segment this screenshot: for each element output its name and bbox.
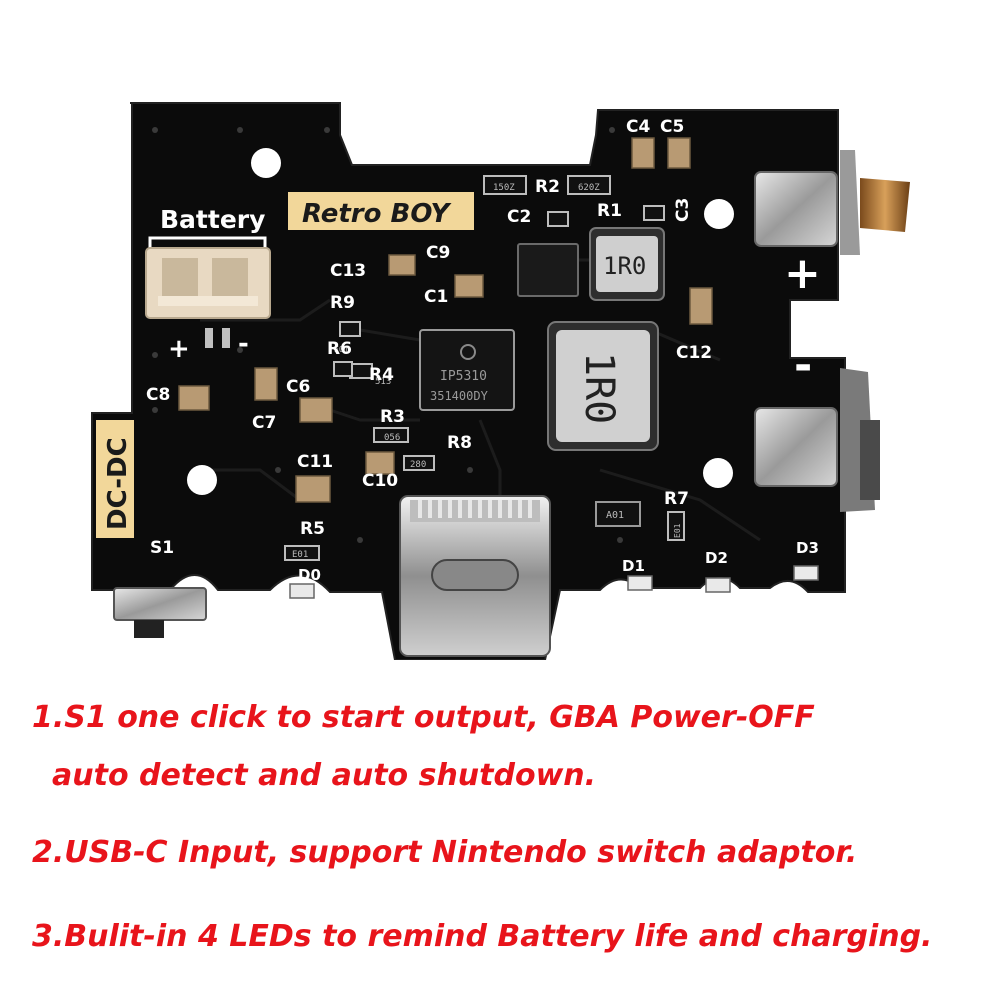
- battery-minus: -: [238, 329, 249, 359]
- svg-text:513: 513: [375, 377, 391, 387]
- svg-text:620Z: 620Z: [578, 183, 600, 193]
- svg-text:R8: R8: [447, 433, 472, 453]
- inductor-small: 1R0: [589, 227, 665, 301]
- svg-text:280: 280: [410, 460, 426, 470]
- svg-text:R9: R9: [330, 293, 355, 313]
- svg-text:S1: S1: [150, 538, 174, 558]
- svg-text:150Z: 150Z: [493, 183, 515, 193]
- svg-text:R3: R3: [380, 407, 405, 427]
- svg-text:C10: C10: [362, 471, 398, 491]
- note-line-1-continued: auto detect and auto shutdown.: [52, 758, 597, 793]
- leds: [289, 565, 819, 599]
- svg-text:R4: R4: [369, 365, 394, 385]
- svg-text:C11: C11: [297, 452, 333, 472]
- inductor-small-marking: 1R0: [603, 252, 646, 280]
- mounting-hole: [704, 199, 734, 229]
- switch-s1: [113, 587, 207, 638]
- battery-plus: +: [168, 334, 190, 364]
- note-line-1: 1.S1 one click to start output, GBA Powe…: [32, 700, 815, 735]
- resistors: 150Z 620Z 513 056 280 E01 E01 E01 A01: [284, 175, 685, 561]
- svg-text:C7: C7: [252, 413, 276, 433]
- svg-text:D3: D3: [796, 539, 819, 557]
- plus-terminal-sign: +: [784, 248, 821, 299]
- plus-terminal: [754, 150, 910, 255]
- pcb-board-photo: Retro BOY DC-DC Battery + - + - 1R0 1R0: [91, 102, 910, 660]
- note-line-3: 3.Bulit-in 4 LEDs to remind Battery life…: [32, 919, 933, 954]
- svg-text:D2: D2: [705, 549, 728, 567]
- svg-text:D0: D0: [298, 566, 321, 584]
- svg-text:R1: R1: [597, 201, 622, 221]
- svg-text:E01: E01: [292, 550, 308, 560]
- battery-label: Battery: [160, 205, 265, 234]
- svg-text:C12: C12: [676, 343, 712, 363]
- chip-marking: IP5310: [440, 369, 487, 384]
- note-line-2: 2.USB-C Input, support Nintendo switch a…: [32, 835, 858, 870]
- svg-text:A01: A01: [606, 510, 624, 521]
- svg-text:C8: C8: [146, 385, 170, 405]
- silkscreen-designators: C4 C5 R2 C2 R1 C3 C9 C13 C1 R9 R6 C12 C8…: [146, 117, 819, 584]
- svg-text:E01: E01: [334, 345, 349, 354]
- dcdc-label: DC-DC: [103, 437, 133, 530]
- sot-ic: [517, 243, 579, 297]
- svg-text:E01: E01: [673, 523, 682, 538]
- mounting-hole: [703, 458, 733, 488]
- ip5310-chip: IP5310 351400DY: [419, 329, 515, 411]
- svg-text:056: 056: [384, 433, 400, 443]
- svg-text:C4: C4: [626, 117, 650, 137]
- inductor-large-marking: 1R0: [576, 352, 622, 424]
- svg-text:R5: R5: [300, 519, 325, 539]
- chip-code: 351400DY: [430, 389, 489, 403]
- svg-text:C1: C1: [424, 287, 448, 307]
- svg-text:D1: D1: [622, 557, 645, 575]
- mounting-hole: [251, 148, 281, 178]
- minus-terminal-sign: -: [794, 340, 812, 391]
- inductor-large: 1R0: [547, 321, 659, 451]
- retro-boy-label: Retro BOY: [302, 199, 453, 229]
- svg-text:C2: C2: [507, 207, 531, 227]
- svg-text:C3: C3: [673, 198, 693, 222]
- mounting-hole: [187, 465, 217, 495]
- svg-text:R7: R7: [664, 489, 689, 509]
- svg-text:R2: R2: [535, 177, 560, 197]
- svg-text:R6: R6: [327, 339, 352, 359]
- retro-boy-label-bg: [288, 192, 474, 230]
- capacitors: [178, 137, 713, 503]
- svg-text:C13: C13: [330, 261, 366, 281]
- minus-terminal: [754, 368, 880, 512]
- svg-text:C5: C5: [660, 117, 684, 137]
- svg-text:C6: C6: [286, 377, 310, 397]
- usb-c-port: [399, 495, 551, 657]
- svg-text:C9: C9: [426, 243, 450, 263]
- dcdc-label-bg: [96, 420, 134, 538]
- battery-connector: [145, 247, 271, 319]
